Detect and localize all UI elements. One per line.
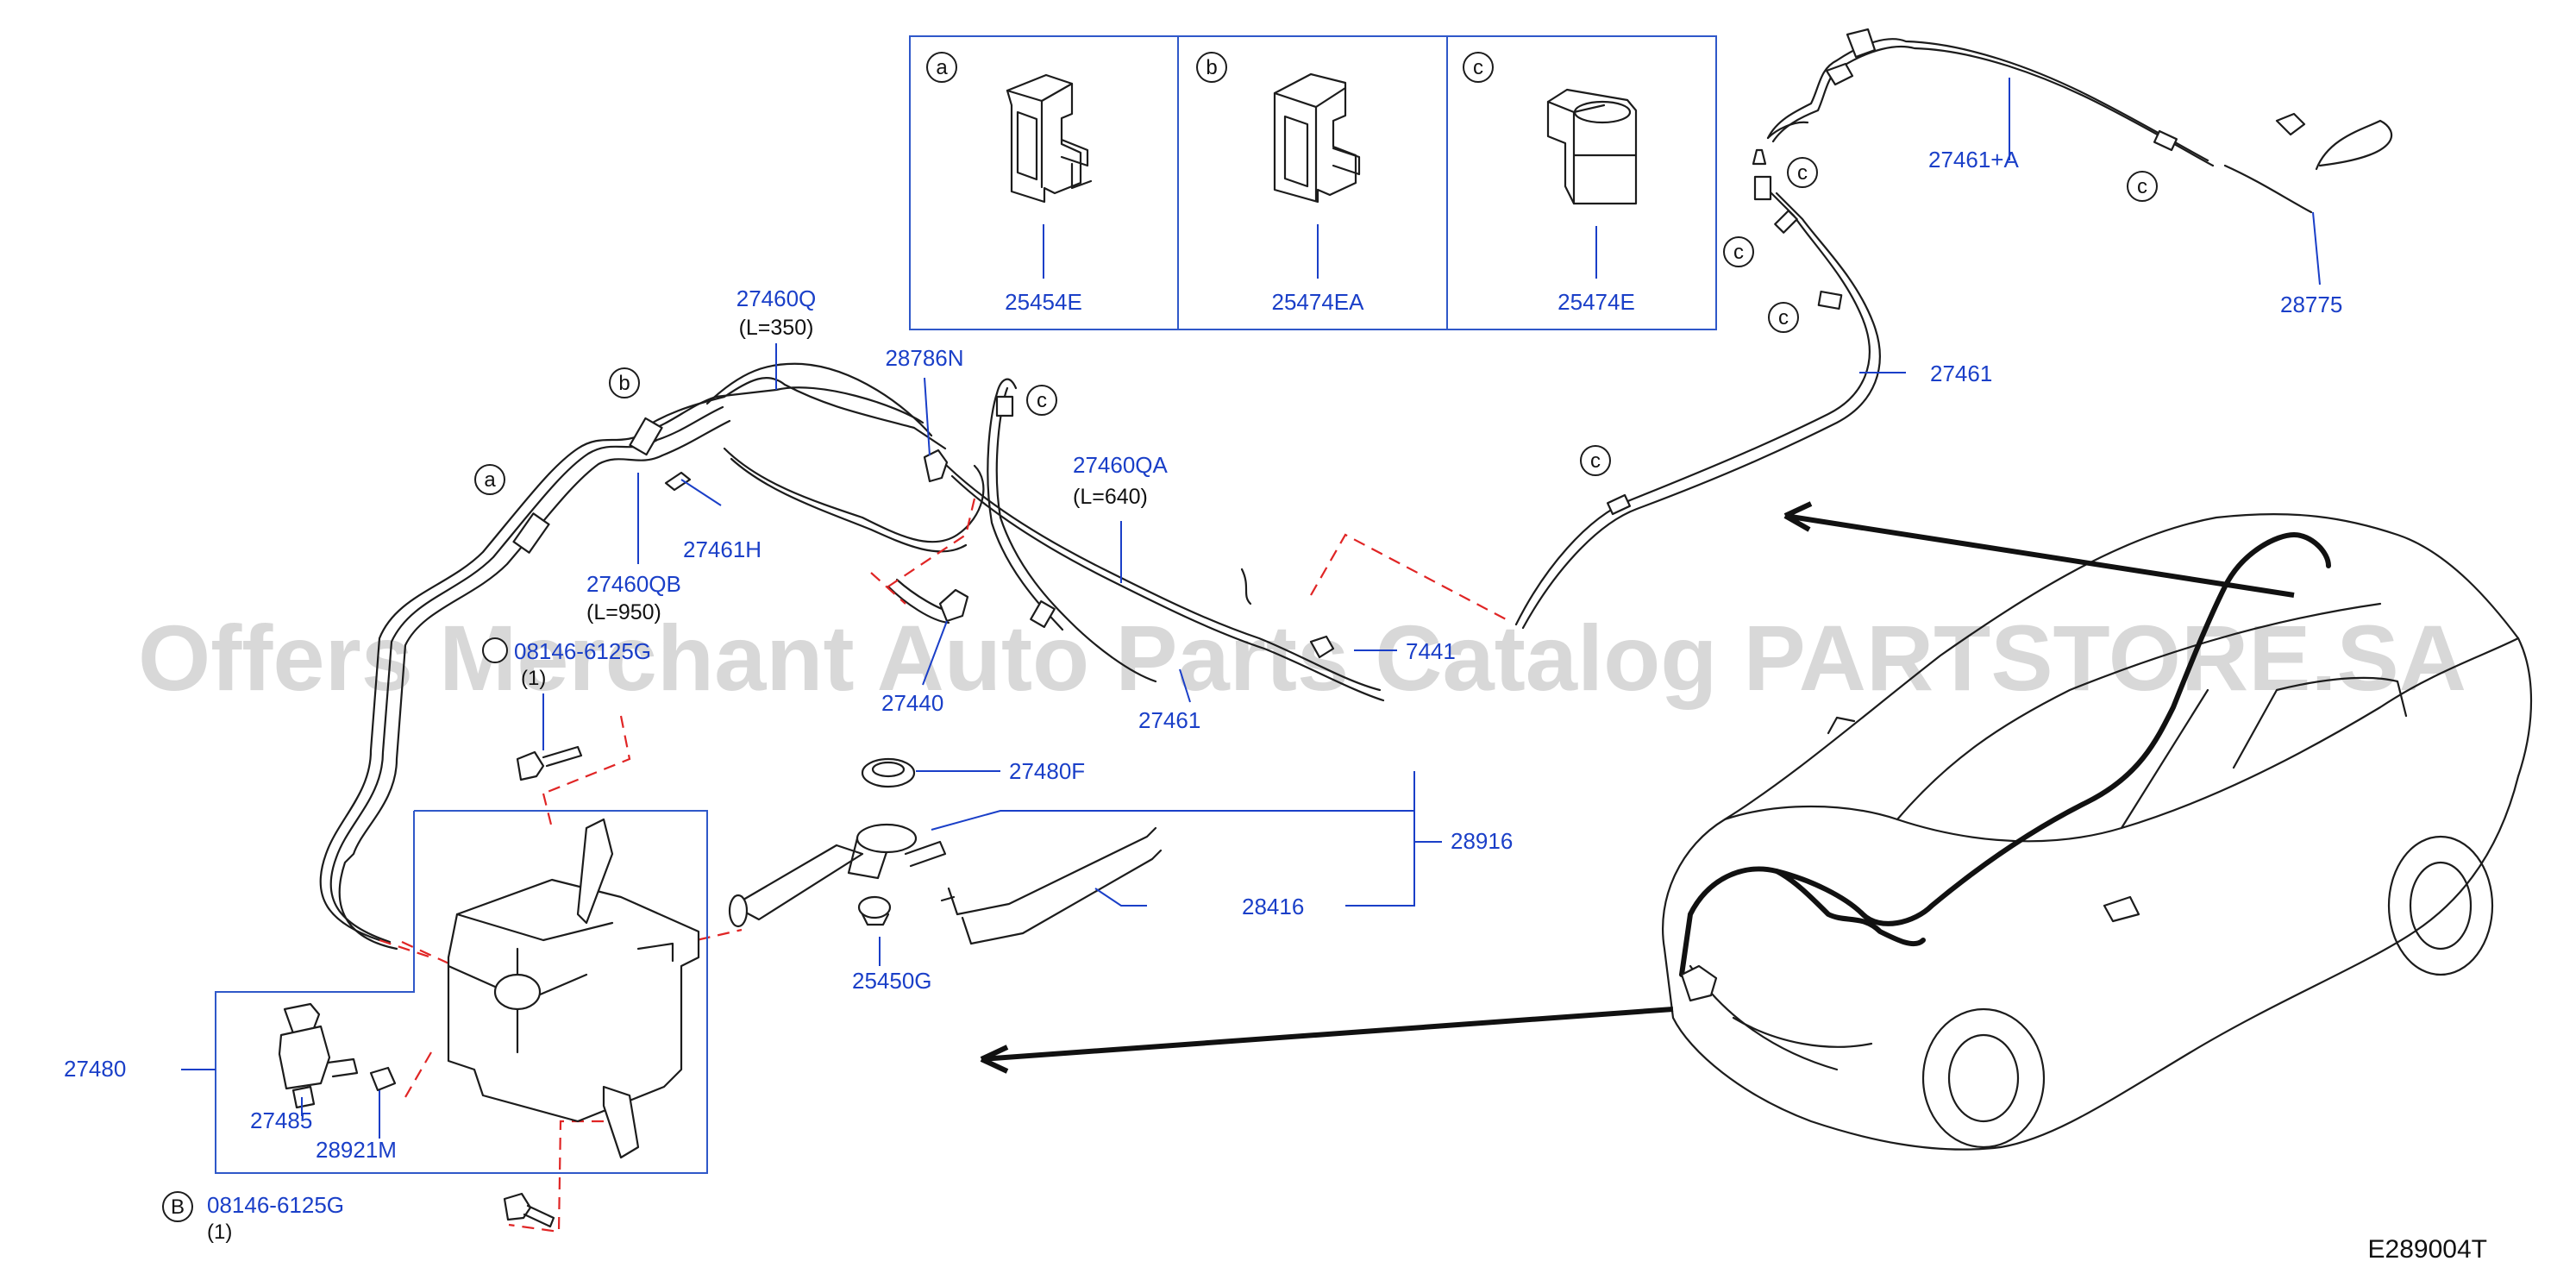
label-27460qa[interactable]: 27460QA	[1073, 452, 1169, 478]
label-27485[interactable]: 27485	[250, 1107, 312, 1133]
hose-callouts: a b c c c c c c B	[162, 157, 2158, 1222]
label-27480f[interactable]: 27480F	[1009, 758, 1085, 784]
label-28786n[interactable]: 28786N	[885, 345, 963, 371]
washer-tank-icon	[447, 818, 700, 1159]
vehicle-locator	[980, 501, 2533, 1151]
leader-lines	[181, 78, 2321, 1139]
label-28775[interactable]: 28775	[2280, 292, 2342, 317]
clip-25474e-icon	[1546, 88, 1638, 205]
callout-letter: c	[2137, 175, 2147, 198]
callout-letter: c	[1797, 161, 1808, 185]
callout-circle	[1463, 52, 1494, 83]
clip-panel-a[interactable]: a 25454E	[926, 52, 1093, 315]
callout-letter: c	[1778, 306, 1789, 329]
label-27480[interactable]: 27480	[64, 1056, 126, 1082]
clip-letter: c	[1473, 56, 1483, 79]
callout-c	[2127, 171, 2158, 202]
callout-letter: c	[1037, 389, 1047, 412]
filler-cap-icon	[861, 757, 916, 788]
bracket-28416-icon	[940, 826, 1163, 945]
clip-part-number: 25454E	[1005, 289, 1082, 315]
label-28916[interactable]: 28916	[1451, 828, 1513, 854]
washer-pump-icon	[278, 1002, 359, 1109]
label-27460qb[interactable]: 27460QB	[586, 571, 681, 597]
callout-c	[1026, 385, 1057, 416]
clip-panel-b[interactable]: b 25474EA	[1196, 52, 1365, 315]
callout-c	[1787, 157, 1818, 188]
label-27440[interactable]: 27440	[881, 690, 943, 716]
label-27460qa-length: (L=640)	[1073, 485, 1148, 509]
label-bolt-upper-qty: (1)	[521, 667, 546, 690]
rear-hose-routing	[1514, 28, 2393, 630]
callout-letter: a	[484, 468, 496, 492]
tank-frame	[215, 810, 708, 1174]
label-27460qb-length: (L=950)	[586, 600, 661, 624]
label-27461a[interactable]: 27461+A	[1928, 147, 2019, 173]
bolt-upper-icon	[516, 745, 583, 781]
label-bolt-upper[interactable]: 08146-6125G	[514, 638, 651, 664]
filler-neck-group[interactable]	[728, 757, 1163, 945]
callout-bolt-ref	[482, 637, 508, 663]
callout-letter: c	[1733, 241, 1744, 264]
label-25450g[interactable]: 25450G	[852, 968, 932, 994]
callout-bolt-ref	[162, 1191, 193, 1222]
label-27460q[interactable]: 27460Q	[736, 285, 817, 311]
label-28921m[interactable]: 28921M	[316, 1137, 397, 1163]
callout-a	[474, 464, 505, 495]
washer-tank-group[interactable]	[215, 810, 708, 1174]
clip-25474ea-icon	[1273, 72, 1361, 204]
callout-letter: b	[618, 372, 630, 395]
callout-circle	[1196, 52, 1227, 83]
label-bolt-lower-qty: (1)	[207, 1220, 232, 1244]
callout-letter: c	[1590, 449, 1601, 473]
grommet-icon	[369, 1066, 397, 1092]
callout-c	[1580, 445, 1611, 476]
callout-b	[609, 367, 640, 398]
clip-letter: a	[936, 56, 948, 79]
clip-part-number: 25474EA	[1272, 289, 1365, 315]
grommet-25450g-icon	[857, 895, 892, 926]
diagram-code: E289004T	[2368, 1235, 2487, 1264]
clip-part-number: 25474E	[1558, 289, 1635, 315]
label-28416[interactable]: 28416	[1242, 894, 1304, 919]
hose-routing	[319, 362, 1385, 951]
label-bolt-lower[interactable]: 08146-6125G	[207, 1192, 344, 1218]
clip-panel-c[interactable]: c 25474E	[1463, 52, 1638, 315]
clip-legend: a 25454E b 25474EA	[909, 35, 1717, 330]
callout-circle	[926, 52, 957, 83]
part-labels: 27460Q (L=350) 28786N 27460QA (L=640) 27…	[64, 147, 2342, 1244]
bolt-lower-icon	[503, 1192, 555, 1228]
filler-neck-icon	[728, 823, 947, 928]
callout-letter: B	[171, 1195, 185, 1219]
label-7441-partial[interactable]: 7441	[1406, 638, 1456, 664]
label-27461-upper[interactable]: 27461	[1930, 361, 1992, 386]
label-27460q-length: (L=350)	[739, 316, 814, 340]
clip-letter: b	[1206, 56, 1217, 79]
callout-c	[1723, 236, 1754, 267]
clip-legend-frame	[909, 35, 1717, 330]
clip-25454e-icon	[1006, 73, 1093, 204]
label-27461h[interactable]: 27461H	[683, 536, 762, 562]
callout-c	[1768, 302, 1799, 333]
label-27461-lower[interactable]: 27461	[1138, 707, 1200, 733]
